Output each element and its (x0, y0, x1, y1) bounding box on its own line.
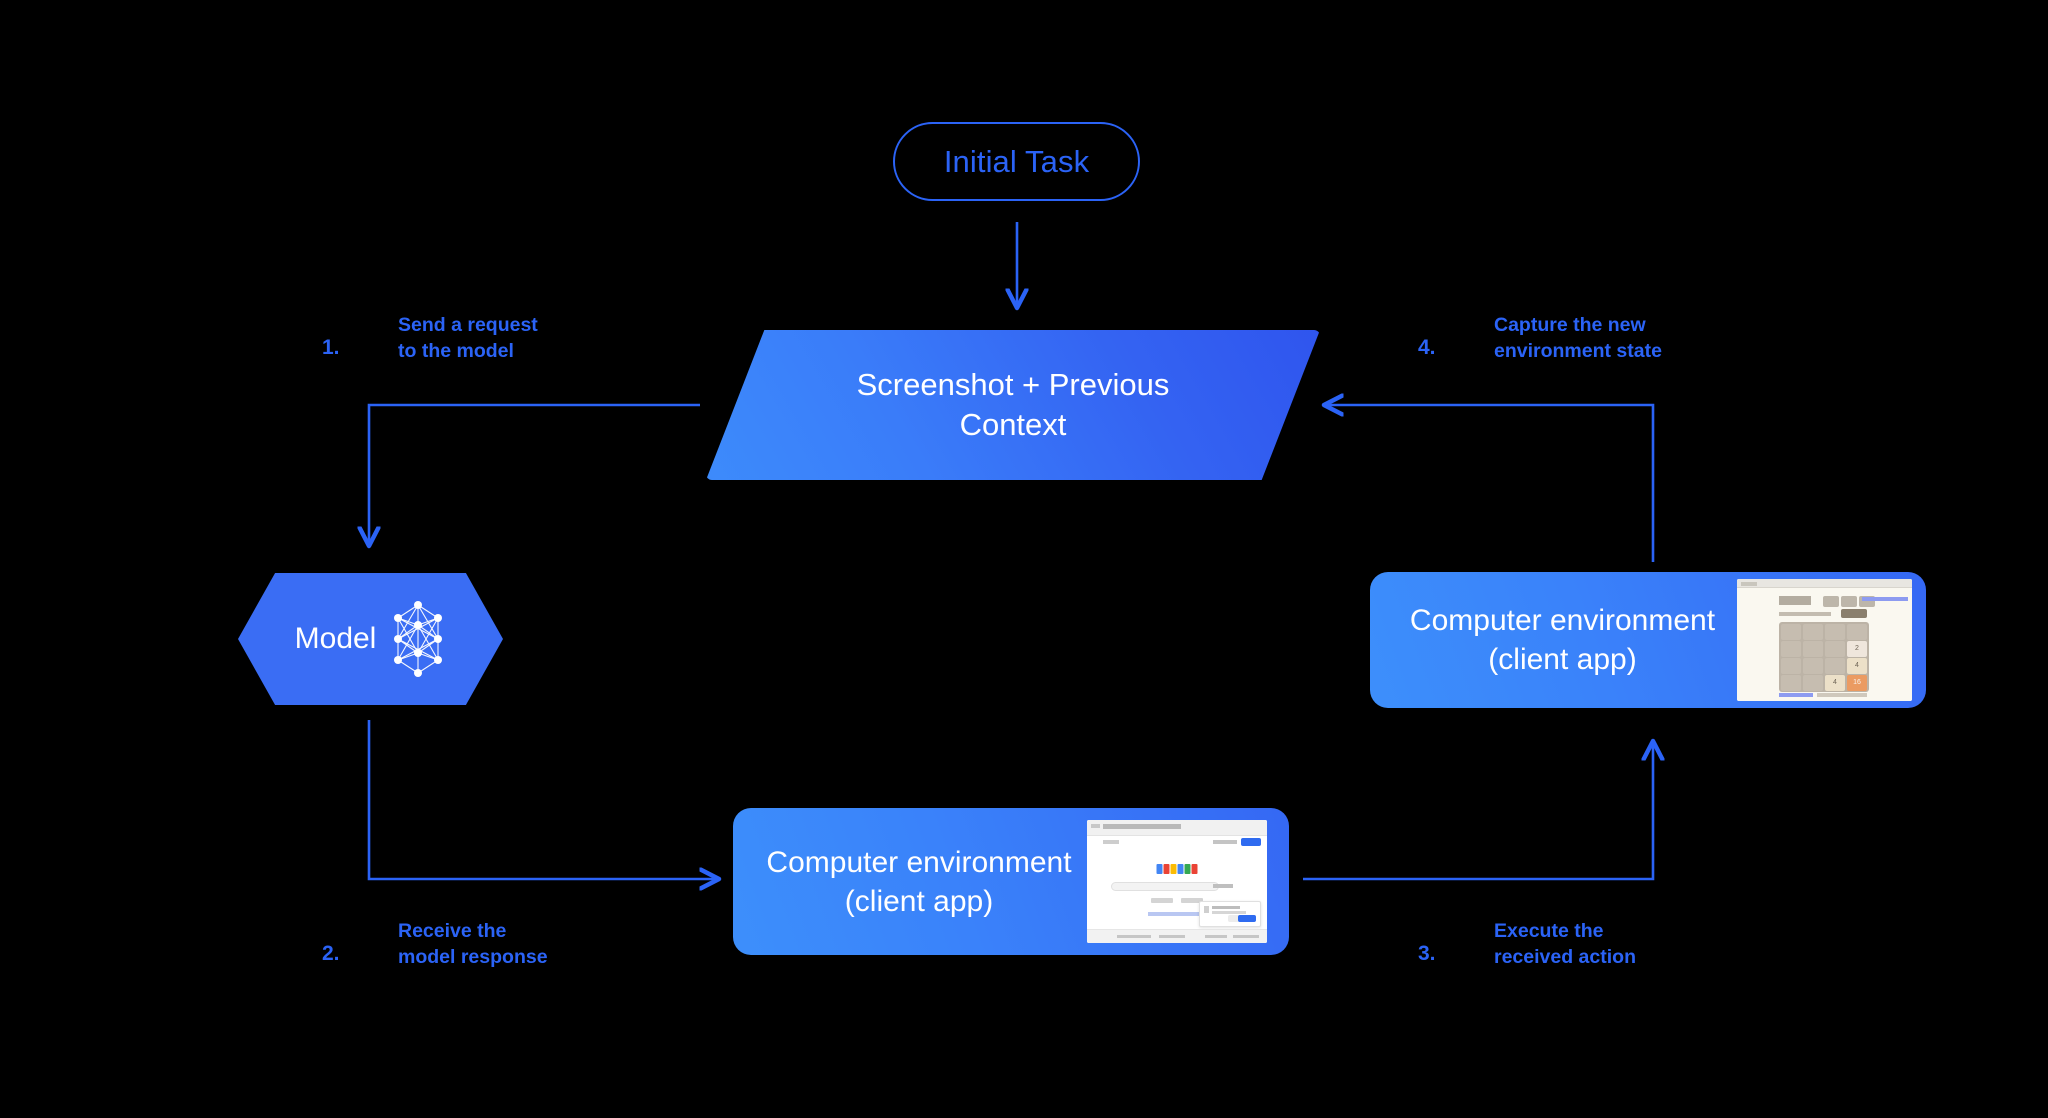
initial-task-node: Initial Task (893, 122, 1140, 201)
model-node-shape (238, 573, 503, 705)
edge-model-to-env-bottom (367, 720, 718, 879)
step-4-text: Capture the new environment state (1494, 314, 1662, 363)
context-node-label: Screenshot + Previous Context (856, 367, 1170, 442)
tile-16: 16 (1847, 675, 1867, 691)
step-3-text: Execute the received action (1494, 920, 1636, 969)
neural-network-icon (394, 601, 443, 677)
env-bottom-card: Computer environment (client app) (733, 808, 1289, 955)
step-1-number: 1. (322, 336, 340, 359)
step-2-number: 2. (322, 942, 340, 965)
step-4: 4. Capture the new environment state (1418, 312, 1758, 382)
step-1-text: Send a request to the model (398, 314, 538, 363)
context-node: Screenshot + Previous Context (706, 330, 1320, 480)
edge-env-bottom-to-env-right (1303, 742, 1653, 881)
tile-2: 2 (1847, 641, 1867, 657)
step-4-number: 4. (1418, 336, 1436, 359)
initial-task-label: Initial Task (943, 143, 1090, 179)
tile-4b: 4 (1825, 675, 1845, 691)
env-right-thumbnail: 2 4 4 16 (1737, 579, 1912, 701)
step-1: 1. Send a request to the model (322, 312, 622, 382)
step-2: 2. Receive the model response (322, 918, 642, 988)
game-2048-screenshot: 2 4 4 16 (1737, 579, 1912, 701)
browser-popup (1199, 901, 1261, 927)
env-right-card: Computer environment (client app) (1370, 572, 1926, 708)
google-search-screenshot (1087, 820, 1267, 943)
google-logo-icon (1156, 864, 1198, 874)
env-bottom-thumbnail (1087, 820, 1267, 943)
model-node: Model (238, 573, 503, 705)
step-3: 3. Execute the received action (1418, 918, 1738, 988)
game-board: 2 4 4 16 (1779, 622, 1869, 692)
tile-4a: 4 (1847, 658, 1867, 674)
edge-env-right-to-context (1325, 405, 1655, 562)
context-node-shape (706, 330, 1320, 480)
model-node-label: Model (294, 622, 377, 655)
env-right-label: Computer environment (client app) (1409, 604, 1716, 676)
step-3-number: 3. (1418, 942, 1436, 965)
edge-context-to-model (369, 403, 700, 545)
env-bottom-label: Computer environment (client app) (766, 845, 1072, 918)
step-2-text: Receive the model response (398, 920, 548, 969)
